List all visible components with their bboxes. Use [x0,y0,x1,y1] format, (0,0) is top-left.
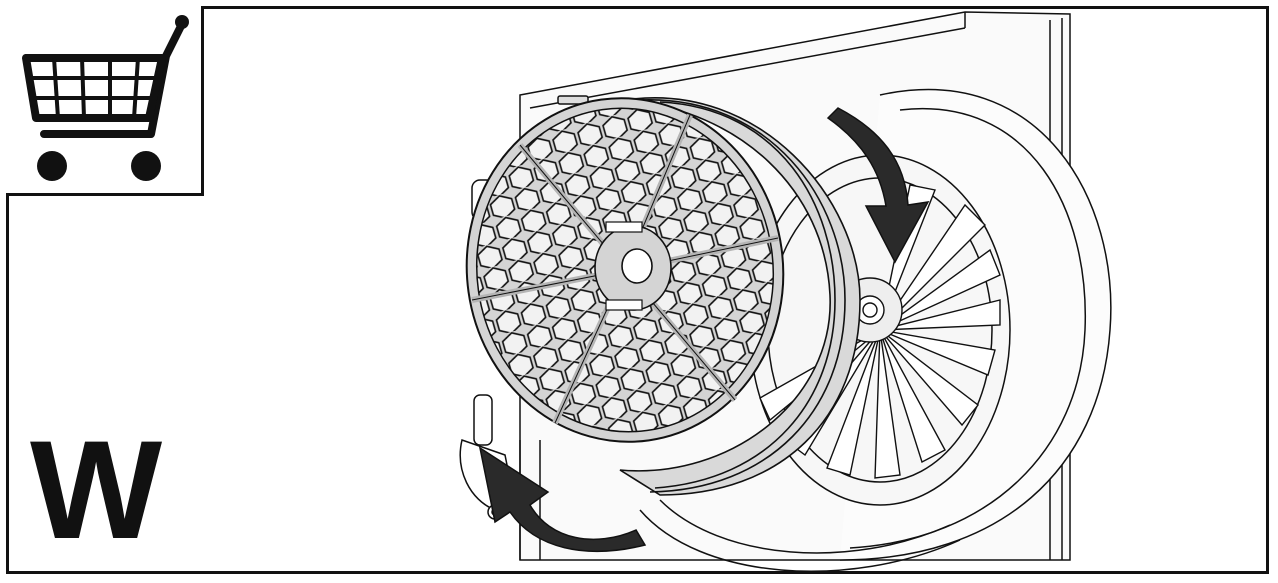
curved-arrow-left-icon [478,446,647,553]
filter-face [465,97,785,443]
shopping-cart-icon [22,15,189,181]
step-letter: W [30,411,163,568]
filter-drum [619,97,861,496]
curved-arrow-down-icon [826,107,930,264]
shopping-cart-panel [6,6,204,196]
